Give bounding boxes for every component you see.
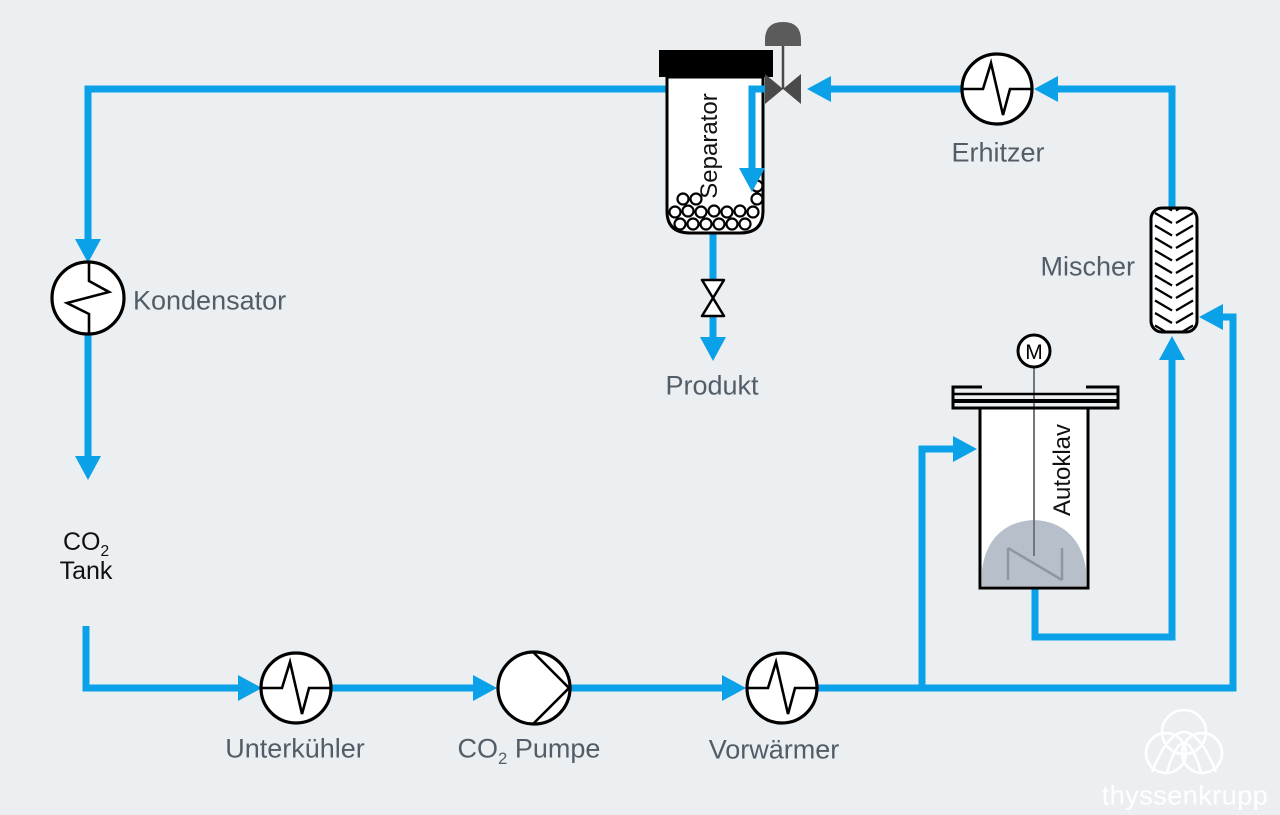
autoklav-outline <box>978 406 1090 590</box>
autoklav-label: Autoklav <box>1049 423 1076 517</box>
bubble <box>676 192 690 206</box>
co2-pumpe-label: CO2 Pumpe <box>457 733 601 768</box>
pipe-autoklav-to-mischer <box>1031 358 1176 641</box>
arrow-into-tank <box>75 456 101 480</box>
bubble <box>681 204 695 218</box>
arrow-into-kondensator <box>75 239 101 263</box>
separator-bubbles <box>668 179 764 231</box>
static-mixer-icon <box>1149 206 1199 334</box>
arrow-into-autoklav <box>953 436 977 462</box>
arrow-into-unterkuehler <box>238 675 262 701</box>
bubble <box>725 217 739 231</box>
pump-icon <box>496 650 572 726</box>
arrow-produkt-out <box>700 337 726 361</box>
pipe-vorwaermer-to-mischer <box>817 313 1237 692</box>
bubble <box>673 217 687 231</box>
bubble <box>689 192 703 206</box>
co2-tank-formula: CO2 <box>62 528 110 560</box>
control-valve-icon <box>765 74 801 104</box>
bubble <box>720 205 734 219</box>
produkt-label: Produkt <box>665 370 759 401</box>
autoklav-vessel: M <box>951 333 1120 590</box>
kondensator-label: Kondensator <box>133 285 287 316</box>
arrow-into-separator-valve <box>807 76 831 102</box>
erhitzer-label: Erhitzer <box>951 137 1045 168</box>
kondensator-icon <box>50 260 126 336</box>
vorwaermer-label: Vorwärmer <box>708 734 840 765</box>
autoklav-flange <box>951 385 1120 410</box>
vorwaermer-icon <box>745 651 819 725</box>
unterkuehler-label: Unterkühler <box>225 733 365 764</box>
thyssenkrupp-logo-icon <box>1144 708 1224 775</box>
arrow-into-erhitzer <box>1034 76 1058 102</box>
pipe-tank-to-unterkuehler <box>82 626 240 692</box>
erhitzer-icon <box>960 52 1034 126</box>
separator-internal-pipe <box>748 85 770 170</box>
arrow-into-mischer-right <box>1199 304 1223 330</box>
separator-cap <box>659 50 773 77</box>
co2-tank-word: Tank <box>59 557 113 585</box>
separator-label: Separator <box>696 93 723 199</box>
co2-tank-label: CO2 Tank <box>60 528 113 586</box>
arrow-into-vorwaermer <box>722 675 746 701</box>
bubble <box>686 217 700 231</box>
bubble <box>750 192 764 206</box>
bubble <box>712 217 726 231</box>
pipe-branch-to-autoklav <box>918 445 954 688</box>
unterkuehler-icon <box>259 651 333 725</box>
motor-icon <box>1016 333 1052 369</box>
thyssenkrupp-wordmark: thyssenkrupp <box>1101 780 1269 811</box>
bubble <box>668 205 682 219</box>
bubble <box>694 205 708 219</box>
separator-body <box>665 75 765 235</box>
arrow-into-mischer-bottom <box>1159 336 1185 360</box>
bubble <box>746 205 760 219</box>
flow-arrows <box>75 76 1223 701</box>
pipe-mischer-to-erhitzer <box>1056 85 1176 210</box>
produkt-valve-icon <box>700 278 726 318</box>
stirrer-icon <box>1006 546 1064 582</box>
separator-vessel <box>659 22 801 235</box>
arrow-separator-internal <box>739 168 765 192</box>
valve-actuator-icon <box>765 22 801 46</box>
pipe-separator-to-kondensator <box>84 85 667 240</box>
bubble <box>733 204 747 218</box>
bubble <box>707 204 721 218</box>
mischer-label: Mischer <box>1040 251 1135 282</box>
arrow-into-pumpe <box>473 675 497 701</box>
motor-label: M <box>1025 341 1043 364</box>
bubble <box>699 217 713 231</box>
bubble <box>738 217 752 231</box>
piping <box>82 85 1237 692</box>
